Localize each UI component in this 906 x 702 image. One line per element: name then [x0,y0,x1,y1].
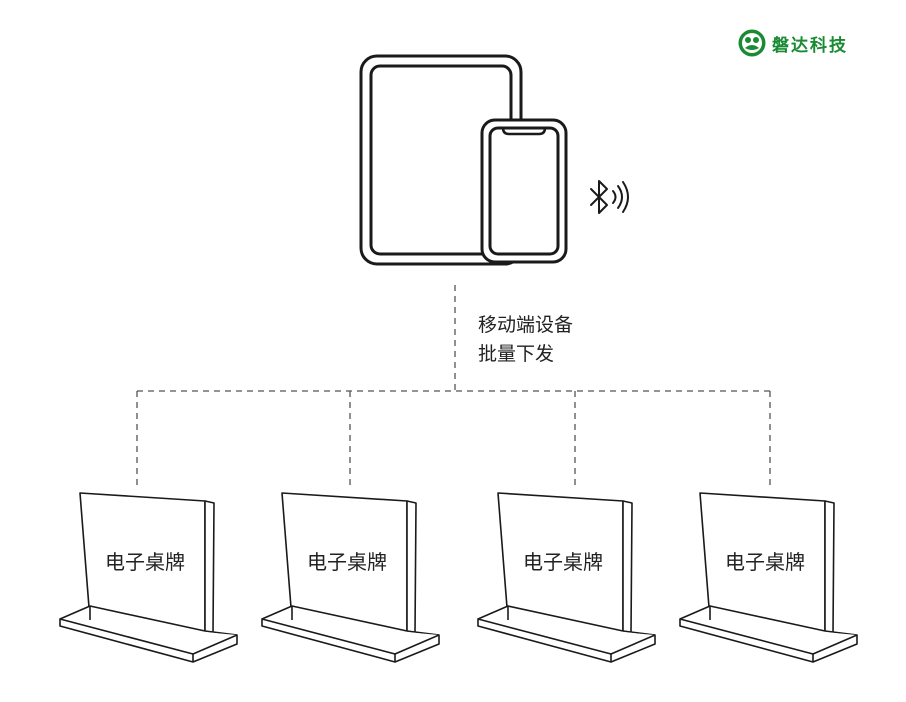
brand: 磐达科技 [737,28,848,58]
caption-line-1: 移动端设备 [478,314,574,336]
sign-label-1: 电子桌牌 [105,550,185,574]
table-sign-2 [261,492,440,663]
table-sign-3 [477,492,656,663]
table-sign-1 [59,492,238,663]
phone-icon [480,118,568,264]
sign-label-4: 电子桌牌 [725,550,805,574]
sign-label-2: 电子桌牌 [307,550,387,574]
brand-name: 磐达科技 [772,35,848,56]
caption: 移动端设备 批量下发 [478,311,573,369]
bluetooth-signal-icon [590,180,629,214]
panda-logo-icon [738,29,766,57]
caption-line-2: 批量下发 [478,343,555,365]
sign-label-3: 电子桌牌 [523,550,603,574]
table-sign-4 [679,492,858,663]
connector-lines [136,285,771,487]
